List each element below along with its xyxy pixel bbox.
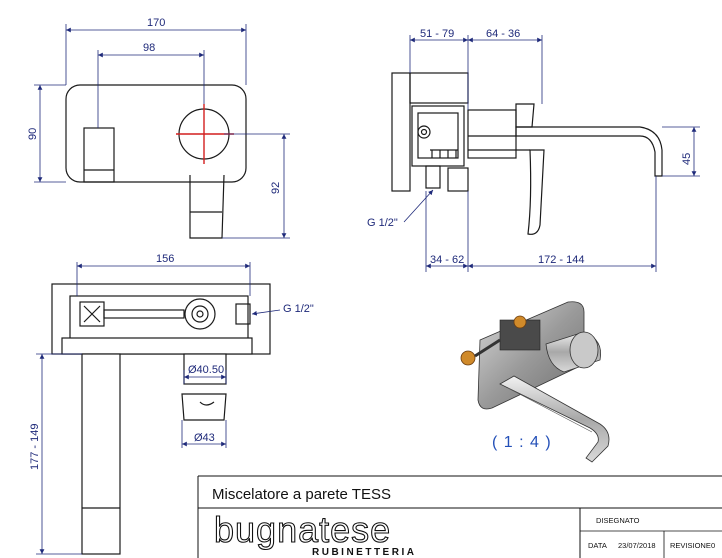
iso-valve-top (513, 315, 527, 329)
iso-spout (499, 375, 610, 463)
iso-scale-label: ( 1 : 4 ) (492, 434, 552, 451)
front-dim-spacing: 98 (143, 42, 155, 54)
top-thread-label: G 1/2" (283, 303, 314, 315)
top-dim-diameter-1: Ø40.50 (188, 364, 224, 376)
side-spout (515, 126, 663, 177)
date-label: DATA (588, 541, 607, 550)
side-lever (527, 149, 545, 235)
revision-label: REVISIONE (670, 541, 711, 550)
side-thread-label: G 1/2" (367, 217, 398, 229)
front-spout (83, 127, 115, 183)
top-dim-diameter-2: Ø43 (194, 432, 215, 444)
side-dim-c: 34 - 62 (430, 254, 464, 266)
side-wall-hatch (391, 72, 411, 192)
side-dim-height: 45 (681, 153, 693, 165)
top-spout (81, 353, 121, 555)
side-dim-b: 64 - 36 (486, 28, 520, 40)
top-dim-width: 156 (156, 253, 174, 265)
iso-view: ( 1 : 4 ) (460, 301, 610, 463)
iso-valve-left (460, 350, 476, 366)
front-dim-depth: 92 (270, 182, 282, 194)
side-dim-a: 51 - 79 (420, 28, 454, 40)
top-handle (181, 393, 227, 421)
brand-subtitle: RUBINETTERIA (312, 547, 416, 558)
side-dim-d: 172 - 144 (538, 254, 584, 266)
front-dim-height: 90 (27, 128, 39, 140)
brand-logo: bugnatese (214, 509, 391, 550)
top-dim-length: 177 - 149 (29, 424, 41, 470)
front-dim-width: 170 (147, 17, 165, 29)
drawn-label: DISEGNATO (596, 516, 640, 525)
side-view: 51 - 79 64 - 36 45 34 - 62 172 - 144 G 1… (367, 28, 700, 272)
top-cartridge (184, 298, 216, 330)
front-view: 170 98 90 92 (27, 17, 290, 239)
title-block: Miscelatore a parete TESS bugnatese RUBI… (197, 475, 722, 558)
front-plate (65, 84, 247, 183)
date-value: 23/07/2018 (618, 541, 656, 550)
top-view: 156 G 1/2" Ø40.50 Ø43 177 - 149 (29, 253, 314, 555)
drawing-title: Miscelatore a parete TESS (212, 486, 391, 503)
revision-value: 0 (711, 541, 715, 550)
